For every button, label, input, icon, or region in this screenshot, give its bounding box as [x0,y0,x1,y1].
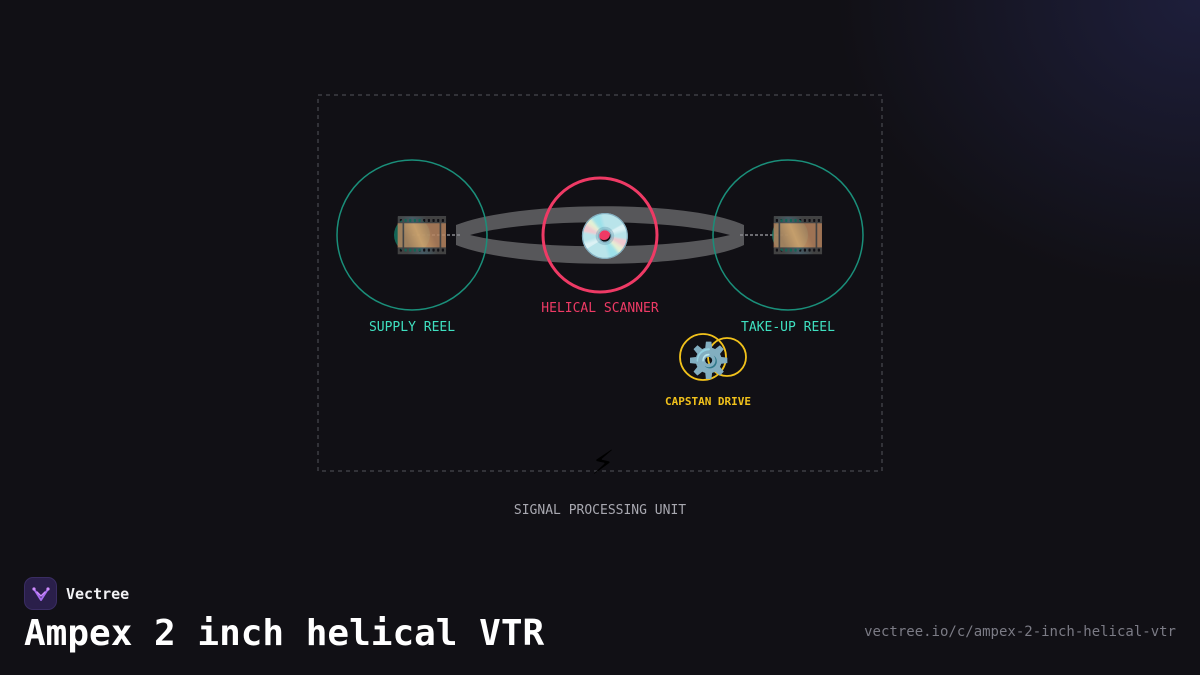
page-url[interactable]: vectree.io/c/ampex-2-inch-helical-vtr [864,624,1176,640]
page-title: Ampex 2 inch helical VTR [24,613,545,654]
film-strip-icon: 🎞️ [395,210,450,261]
helical-scanner-core [598,228,610,240]
takeup-reel-hub [772,217,808,253]
gear-icon: ⚙️ [688,341,730,381]
capstan-ring-outer [679,333,727,381]
takeup-reel-ring [712,159,864,311]
supply-reel: 🎞️ SUPPLY REEL [336,159,488,335]
brand-name: Vectree [66,584,130,603]
disc-icon: 💿 [578,211,633,262]
tape-path [456,206,744,264]
capstan-drive: ⚙️ CAPSTAN DRIVE [665,333,751,408]
signal-unit-label: SIGNAL PROCESSING UNIT [514,503,686,518]
capstan-drive-label: CAPSTAN DRIVE [665,395,751,408]
takeup-reel: 🎞️ TAKE-UP REEL [712,159,864,335]
signal-processing-unit: ⚡ SIGNAL PROCESSING UNIT [514,439,686,518]
takeup-reel-label: TAKE-UP REEL [741,320,835,335]
capstan-ring-inner [707,337,747,377]
helical-scanner: 💿 HELICAL SCANNER [541,176,659,316]
helical-scanner-label: HELICAL SCANNER [541,301,659,316]
lightning-icon: ⚡ [592,439,615,483]
supply-reel-ring [336,159,488,311]
supply-reel-label: SUPPLY REEL [369,320,455,335]
helical-scanner-ring [541,176,659,294]
enclosure-frame [317,94,883,472]
vectree-logo-icon [24,577,57,610]
supply-reel-hub [394,217,430,253]
brand: Vectree [24,577,129,610]
film-strip-icon: 🎞️ [771,210,826,261]
